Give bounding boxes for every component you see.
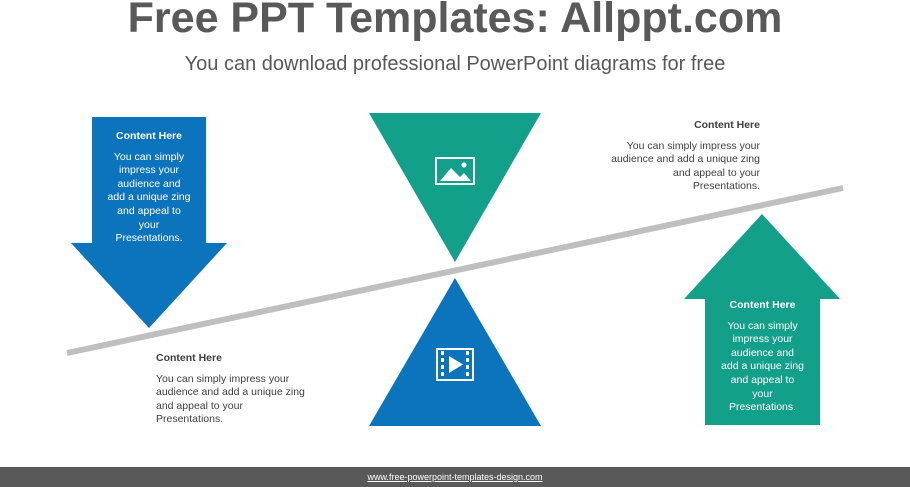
text-block-top-left: Content Here You can simply impress your…: [92, 130, 206, 246]
body-line: audience and add a unique zing: [611, 153, 760, 166]
heading: Content Here: [694, 119, 760, 131]
heading: Content Here: [116, 130, 182, 142]
heading: Content Here: [729, 299, 796, 311]
body-line: add a unique zing: [107, 191, 191, 204]
down-arrow: [71, 117, 227, 328]
page-subtitle: You can download professional PowerPoint…: [184, 53, 726, 75]
page-title: Free PPT Templates: Allppt.com: [127, 0, 783, 42]
body-line: and appeal to your: [673, 166, 760, 179]
text-block-bottom-right: Content Here You can simply impress your…: [705, 299, 820, 415]
upright-triangle: [369, 278, 541, 426]
seesaw-beam: [66, 185, 844, 356]
body-line: Presentations.: [156, 413, 224, 426]
body-line: impress your: [118, 164, 180, 177]
body-line: add a unique zing: [721, 360, 804, 373]
body-line: You can simply: [113, 150, 185, 163]
inverted-triangle: [369, 113, 541, 262]
footer-bar: www.free-powerpoint-templates-design.com: [0, 467, 910, 487]
body-line: your: [752, 387, 773, 400]
body-line: your: [138, 218, 160, 231]
body-line: You can simply impress your: [156, 372, 290, 385]
body-line: Presentations.: [115, 232, 183, 245]
heading: Content Here: [156, 352, 222, 364]
body-line: audience and: [730, 346, 795, 359]
body-line: impress your: [732, 333, 793, 346]
up-arrow: [684, 214, 840, 425]
text-block-top-right: Content Here You can simply impress your…: [580, 119, 760, 194]
body-line: audience and: [117, 177, 181, 190]
body-line: and appeal to your: [156, 399, 243, 412]
text-block-bottom-left: Content Here You can simply impress your…: [156, 352, 346, 427]
body-line: audience and add a unique zing: [156, 386, 305, 399]
body-line: and appeal to: [117, 204, 181, 217]
body-line: Presentations.: [728, 401, 797, 414]
picture-icon: [435, 157, 475, 185]
body-line: You can simply impress your: [626, 139, 760, 152]
footer-link[interactable]: www.free-powerpoint-templates-design.com: [367, 472, 543, 482]
body-line: Presentations.: [692, 180, 760, 193]
body-line: and appeal to: [730, 373, 795, 386]
video-icon: [436, 348, 474, 381]
body-line: You can simply: [727, 319, 798, 332]
